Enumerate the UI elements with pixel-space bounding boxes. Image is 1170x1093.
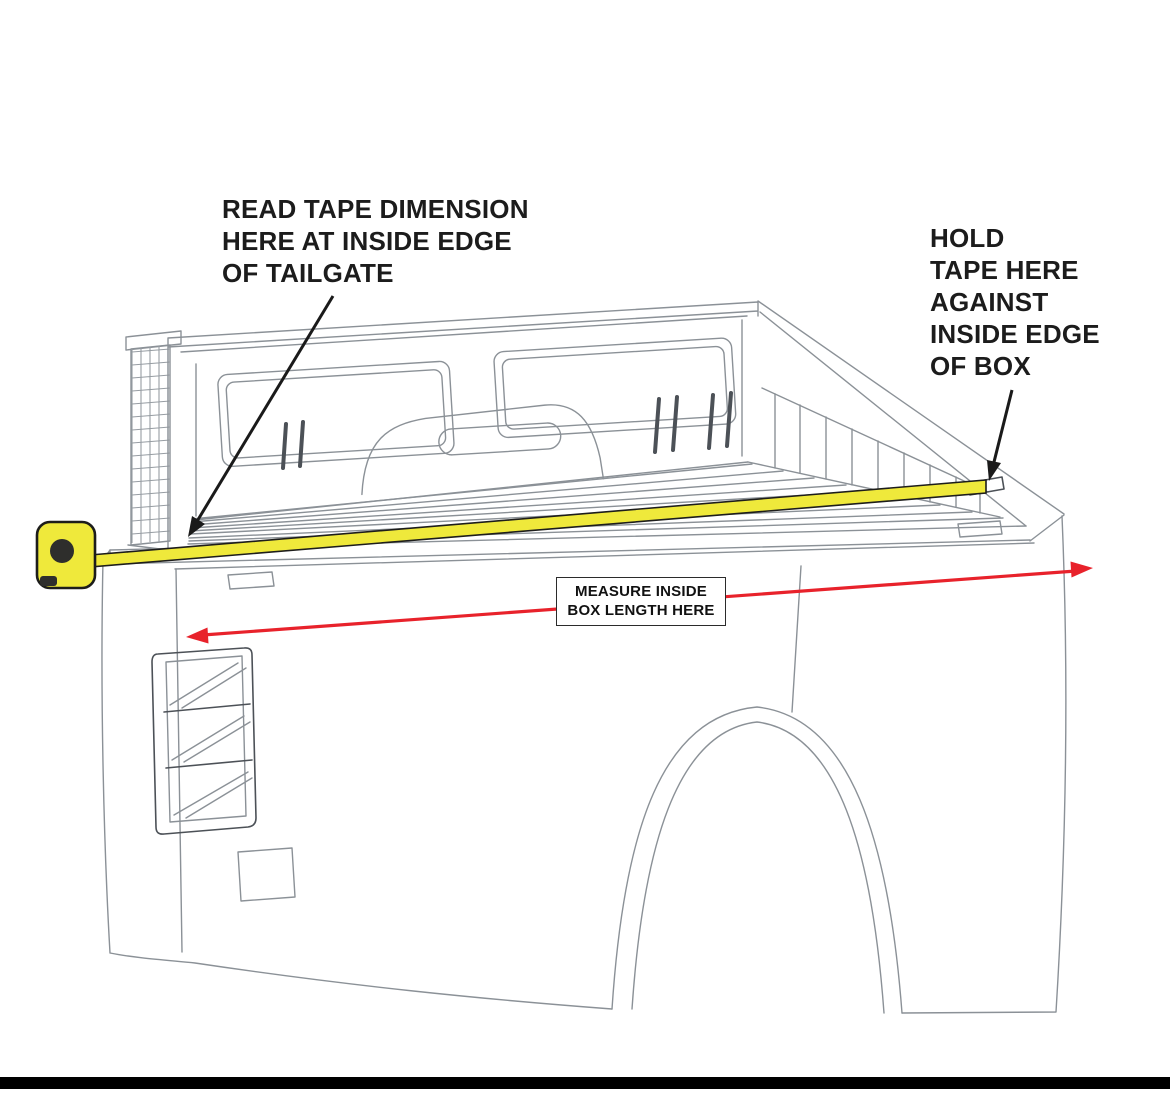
near-rail — [109, 520, 1035, 590]
floor-ribs — [187, 463, 1004, 545]
far-wall-edges — [167, 301, 759, 549]
note-read-tape-line1: READ TAPE DIMENSION — [222, 194, 529, 224]
near-rail-lines — [109, 525, 1035, 570]
wall-recess-left-inner — [225, 369, 447, 459]
tie-down-hooks-center — [653, 391, 733, 454]
leader-arrow-box-edge — [987, 389, 1014, 481]
far-wall-panels — [217, 337, 737, 496]
note-read-tape-dimension: READ TAPE DIMENSION HERE AT INSIDE EDGE … — [222, 193, 529, 289]
bottom-divider-bar — [0, 1077, 1170, 1089]
leader-arrow-tailgate — [188, 295, 335, 537]
taillight — [151, 647, 257, 835]
tailgate-edge — [125, 330, 182, 546]
measure-arrowhead-left — [186, 627, 209, 644]
tape-measure-icon — [35, 479, 987, 590]
wall-recess-right — [493, 337, 737, 439]
wall-recess-right-inner — [501, 345, 729, 430]
taillight-hatch — [169, 662, 253, 819]
bulkhead-edges — [747, 300, 1065, 542]
measure-label-line1: MEASURE INSIDE — [575, 583, 707, 600]
measure-label-box: MEASURE INSIDE BOX LENGTH HERE — [556, 577, 726, 626]
note-read-tape-line2: HERE AT INSIDE EDGE — [222, 226, 512, 256]
taillight-dividers — [163, 703, 253, 769]
note-read-tape-line3: OF TAILGATE — [222, 258, 394, 288]
leader-line-tailgate — [194, 295, 335, 524]
note-hold-tape-line1: HOLD — [930, 223, 1005, 253]
leader-head-box-edge — [987, 460, 1001, 481]
note-hold-tape-line4: INSIDE EDGE — [930, 319, 1100, 349]
tape-foot — [40, 576, 57, 586]
taillight-inner — [165, 655, 247, 823]
note-hold-tape-here: HOLD TAPE HERE AGAINST INSIDE EDGE OF BO… — [930, 222, 1100, 382]
bedside-panel — [101, 515, 1067, 1014]
wall-recess-left — [217, 360, 455, 467]
measure-label-line2: BOX LENGTH HERE — [567, 602, 715, 619]
truck-bed-drawing — [101, 300, 1067, 1014]
tape-reel — [50, 539, 74, 563]
note-hold-tape-line5: OF BOX — [930, 351, 1031, 381]
taillight-outline — [151, 647, 257, 835]
measure-arrowhead-right — [1070, 561, 1093, 578]
tie-down-hooks-left — [281, 420, 305, 470]
hump-handle-cutout — [438, 422, 562, 456]
stake-pocket-right — [957, 520, 1003, 538]
far-side-wall — [167, 301, 759, 549]
wheel-hump-arch — [361, 404, 605, 496]
reflector-panel — [237, 847, 296, 902]
stake-pocket-left — [227, 571, 275, 590]
leader-line-box-edge — [991, 389, 1014, 467]
tailgate-hatch-lines — [131, 345, 171, 543]
tailgate-cap — [125, 330, 182, 351]
wheel-arch — [611, 706, 903, 1014]
note-hold-tape-line3: AGAINST — [930, 287, 1049, 317]
tailgate-strip-outline — [130, 344, 171, 546]
leader-head-tailgate — [188, 516, 205, 537]
note-hold-tape-line2: TAPE HERE — [930, 255, 1079, 285]
